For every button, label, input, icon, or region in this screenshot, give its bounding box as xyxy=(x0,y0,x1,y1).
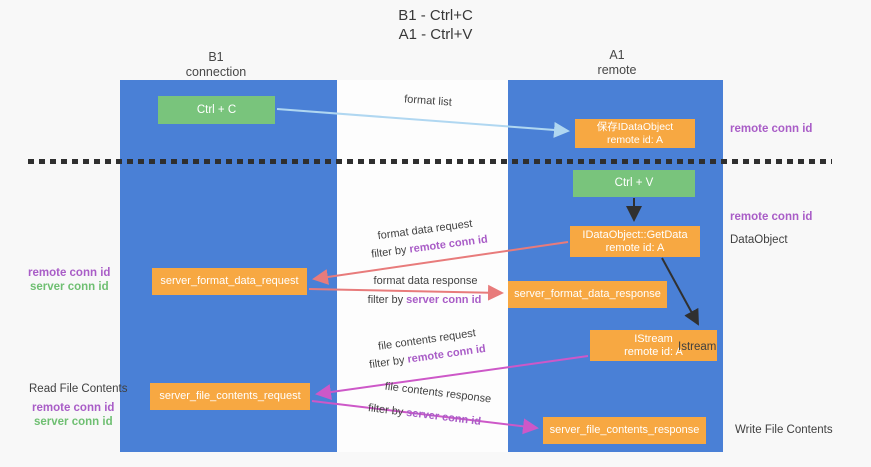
node-idataobject-getdata: IDataObject::GetData remote id: A xyxy=(570,226,700,257)
node-save-idataobject-line2: remote id: A xyxy=(606,133,664,146)
node-server-format-data-request: server_format_data_request xyxy=(152,268,307,295)
node-idataobject-getdata-line2: remote id: A xyxy=(605,241,665,254)
node-server-file-contents-response: server_file_contents_response xyxy=(543,417,706,444)
edge-label-format-data-response: format data response xyxy=(373,275,478,287)
node-ctrl-c: Ctrl + C xyxy=(158,96,275,124)
label-remote-conn-id-left-1: remote conn id xyxy=(28,267,111,279)
label-istream: Istream xyxy=(678,341,717,353)
lane-header-a1-name: A1 xyxy=(609,48,625,62)
node-save-idataobject-line1: 保存IDataObject xyxy=(596,120,674,133)
lane-header-a1-role: remote xyxy=(597,63,637,77)
node-server-file-contents-response-label: server_file_contents_response xyxy=(549,424,700,436)
lane-header-a1: A1 remote xyxy=(547,48,687,78)
node-server-file-contents-request: server_file_contents_request xyxy=(150,383,310,410)
title-line-b1: B1 - Ctrl+C xyxy=(398,7,473,24)
filter-by-text: filter by xyxy=(367,294,407,306)
node-server-format-data-response-label: server_format_data_response xyxy=(514,288,661,300)
node-ctrl-v: Ctrl + V xyxy=(573,170,695,197)
label-read-file-contents: Read File Contents xyxy=(29,383,128,395)
node-server-format-data-request-label: server_format_data_request xyxy=(160,275,299,287)
node-save-idataobject: 保存IDataObject remote id: A xyxy=(575,119,695,148)
diagram-title: B1 - Ctrl+C A1 - Ctrl+V xyxy=(0,6,871,44)
label-write-file-contents: Write File Contents xyxy=(735,424,833,436)
node-ctrl-v-label: Ctrl + V xyxy=(614,177,654,189)
label-remote-conn-id-left-2: remote conn id xyxy=(32,402,115,414)
node-server-file-contents-request-label: server_file_contents_request xyxy=(159,390,301,402)
edge-label-filter-server-1: filter by server conn id xyxy=(352,294,497,306)
lane-header-b1-role: connection xyxy=(185,65,247,79)
server-conn-id-text: server conn id xyxy=(406,294,482,306)
node-server-format-data-response: server_format_data_response xyxy=(508,281,667,308)
node-ctrl-c-label: Ctrl + C xyxy=(196,103,237,116)
label-remote-conn-id-right-2: remote conn id xyxy=(730,211,813,223)
title-line-a1: A1 - Ctrl+V xyxy=(398,26,473,43)
lane-header-b1-name: B1 xyxy=(208,50,224,64)
node-istream-line1: IStream xyxy=(634,332,673,345)
label-server-conn-id-left-1: server conn id xyxy=(30,281,109,293)
node-istream-line2: remote id: A xyxy=(624,345,683,358)
node-idataobject-getdata-line1: IDataObject::GetData xyxy=(582,228,688,241)
lane-header-b1: B1 connection xyxy=(146,50,286,80)
label-server-conn-id-left-2: server conn id xyxy=(34,416,113,428)
phase-separator-dashed-line xyxy=(28,159,832,164)
node-istream: IStream remote id: A xyxy=(590,330,717,361)
label-remote-conn-id-right-1: remote conn id xyxy=(730,123,813,135)
label-dataobject: DataObject xyxy=(730,234,788,246)
